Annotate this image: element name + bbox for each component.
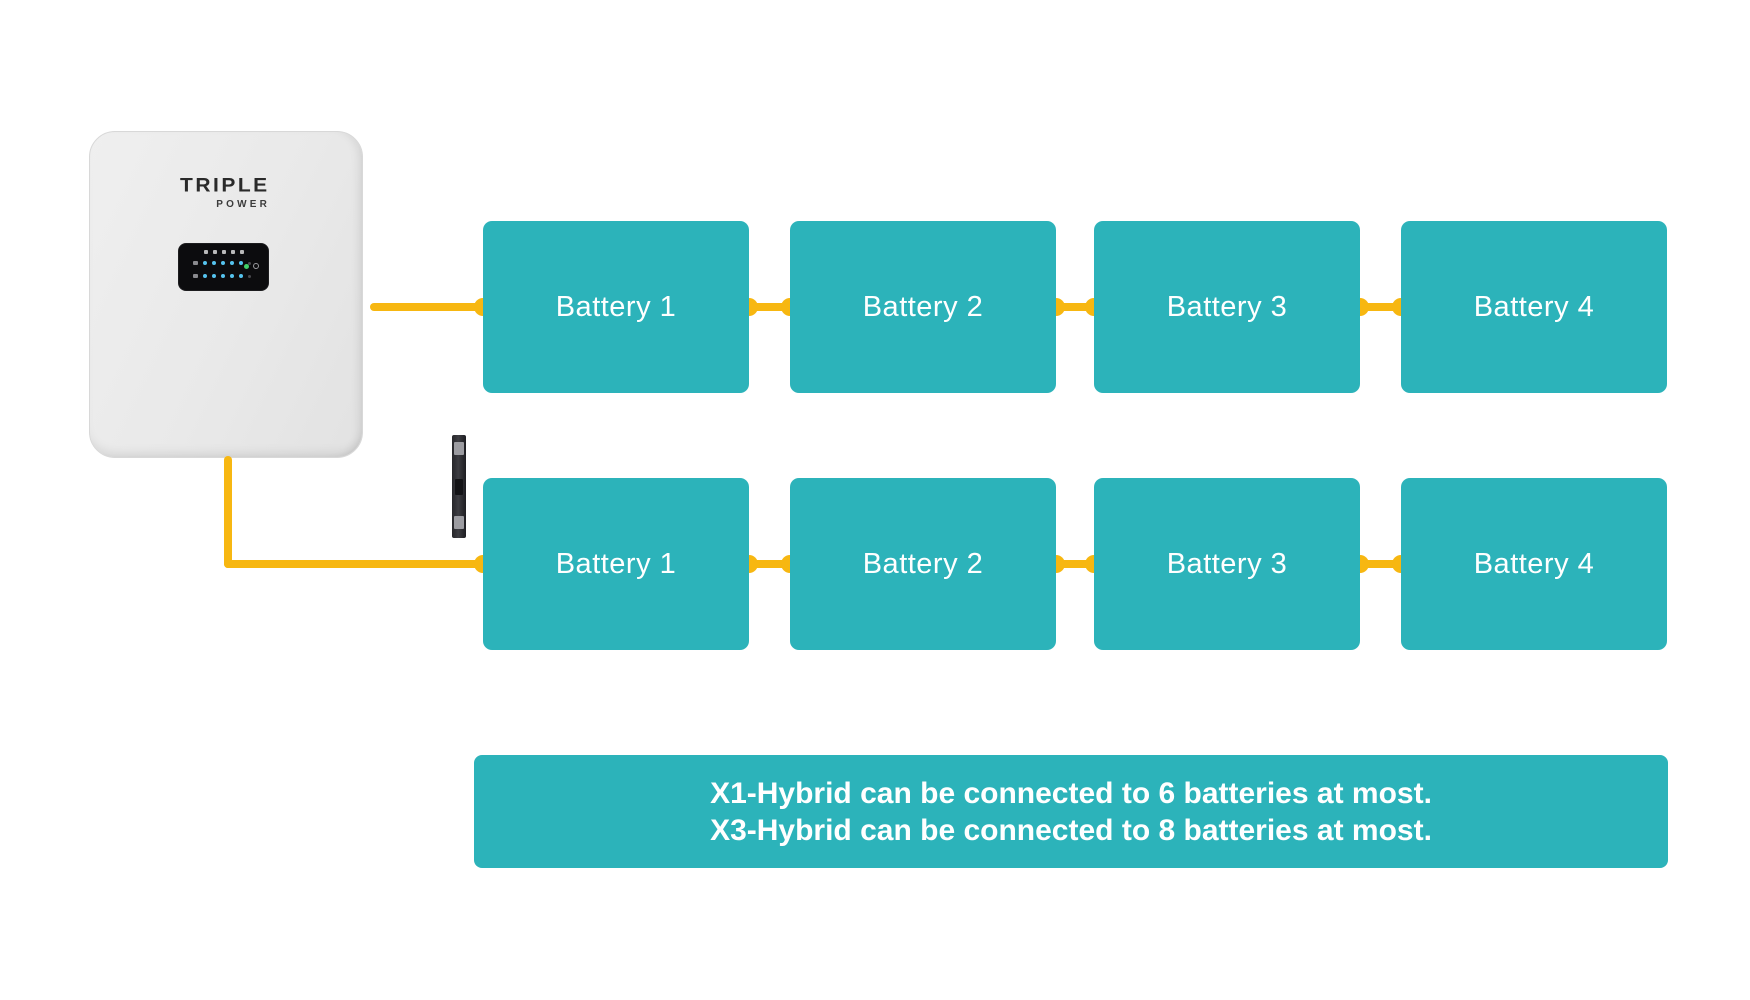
battery-box-string2-3: Battery 3 [1094, 478, 1360, 650]
battery-box-string1-3: Battery 3 [1094, 221, 1360, 393]
connector-notch [455, 479, 463, 495]
led-dot [230, 274, 234, 278]
battery-port-connector [452, 435, 466, 538]
cable-battery1-battery2-string1 [747, 303, 792, 311]
brand-wordmark: TRIPLE POWER [180, 174, 270, 210]
battery-label: Battery 4 [1473, 290, 1595, 323]
led-dot [203, 261, 207, 265]
status-cluster [244, 263, 259, 269]
note-line-1: X1-Hybrid can be connected to 6 batterie… [710, 776, 1432, 810]
led-dot [239, 261, 243, 265]
battery-box-string1-1: Battery 1 [483, 221, 749, 393]
cable-inverter-to-battery1-string2 [224, 560, 485, 568]
battery-box-string2-2: Battery 2 [790, 478, 1056, 650]
panel-icon [222, 250, 226, 254]
led-dot [203, 274, 207, 278]
battery-box-string2-1: Battery 1 [483, 478, 749, 650]
inverter-unit: TRIPLE POWER [89, 131, 466, 538]
led-row-1 [193, 261, 251, 265]
brand-triple-text: TRIPLE [180, 174, 270, 197]
battery-label: Battery 1 [555, 547, 677, 580]
led-row-2 [193, 274, 251, 278]
cable-inverter-down-string2 [224, 456, 232, 568]
cable-battery1-battery2-string2 [747, 560, 792, 568]
panel-icon [231, 250, 235, 254]
panel-icon [213, 250, 217, 254]
note-line-2: X3-Hybrid can be connected to 8 batterie… [710, 813, 1432, 847]
led-dot [212, 274, 216, 278]
led-row-label-icon [193, 261, 198, 265]
cable-battery3-battery4-string2 [1358, 560, 1403, 568]
connector-terminal [454, 516, 464, 529]
battery-label: Battery 3 [1166, 290, 1288, 323]
battery-label: Battery 3 [1166, 547, 1288, 580]
battery-box-string2-4: Battery 4 [1401, 478, 1667, 650]
power-ring-icon [253, 263, 259, 269]
led-dot [221, 261, 225, 265]
battery-label: Battery 2 [862, 547, 984, 580]
brand-power-text: POWER [216, 199, 270, 210]
led-row-label-icon [193, 274, 198, 278]
note-box: X1-Hybrid can be connected to 6 batterie… [474, 755, 1668, 868]
led-dot-dim [248, 274, 251, 278]
panel-icon [204, 250, 208, 254]
led-dot [221, 274, 225, 278]
led-dot [230, 261, 234, 265]
battery-label: Battery 4 [1473, 547, 1595, 580]
cable-battery2-battery3-string2 [1054, 560, 1096, 568]
battery-label: Battery 1 [555, 290, 677, 323]
led-dot-dim [248, 261, 251, 265]
battery-box-string1-2: Battery 2 [790, 221, 1056, 393]
cable-battery3-battery4-string1 [1358, 303, 1403, 311]
led-dot [239, 274, 243, 278]
battery-label: Battery 2 [862, 290, 984, 323]
cable-battery2-battery3-string1 [1054, 303, 1096, 311]
led-dot [212, 261, 216, 265]
led-display [179, 244, 268, 290]
cable-inverter-to-battery1-string1 [370, 303, 485, 311]
battery-box-string1-4: Battery 4 [1401, 221, 1667, 393]
status-led-icon [244, 263, 249, 269]
panel-icon [240, 250, 244, 254]
panel-icon-row [204, 250, 244, 254]
connector-terminal [454, 442, 464, 455]
